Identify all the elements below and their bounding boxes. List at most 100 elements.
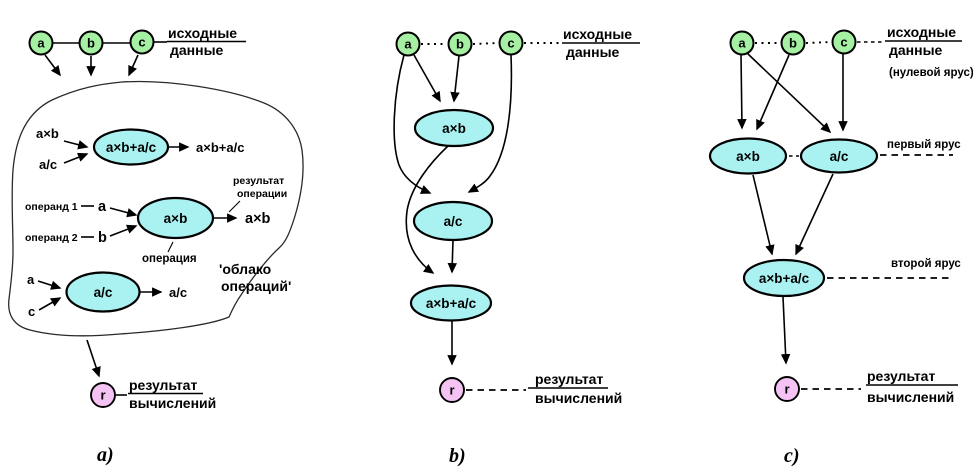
op3-input2-label: c bbox=[28, 304, 35, 319]
panel-c: a b c исходные данные (нулевой ярус) a×b… bbox=[708, 24, 973, 467]
edge-c-to-ac bbox=[467, 54, 513, 193]
result-label-line2: вычислений bbox=[535, 390, 622, 406]
op-node-axb bbox=[413, 108, 495, 148]
edge-sum-to-result bbox=[780, 296, 791, 365]
source-data-line1: исходные bbox=[168, 25, 237, 41]
cloud-label-line2: операций' bbox=[221, 278, 291, 294]
op2-output-label: a×b bbox=[245, 211, 271, 227]
result-node-r-label: r bbox=[449, 383, 454, 398]
caption-a: a) bbox=[97, 444, 114, 466]
source-data-line2: данные bbox=[566, 44, 620, 60]
edge-ac-to-op1 bbox=[63, 152, 89, 164]
operation-result-line1: результат bbox=[233, 175, 284, 187]
edge-a-to-op3 bbox=[37, 280, 62, 290]
edge-c-to-cloud bbox=[128, 54, 139, 77]
operation-result-pointer bbox=[228, 200, 241, 213]
edge-axb-to-sum bbox=[405, 145, 449, 274]
data-node-b-label: b bbox=[789, 36, 797, 51]
edge-a-to-axb bbox=[413, 54, 441, 103]
caption-c: c) bbox=[784, 445, 800, 467]
data-node-b-label: b bbox=[87, 36, 95, 51]
data-node-b bbox=[447, 31, 473, 57]
edge-a-to-ac bbox=[747, 53, 832, 134]
edge-axb-to-sum bbox=[752, 174, 775, 256]
source-data-line1: исходные bbox=[887, 24, 956, 40]
source-data-line2: данные bbox=[889, 42, 943, 58]
data-node-c bbox=[129, 29, 155, 55]
op-node-axb-plus-ac-label: a×b+a/c bbox=[426, 296, 477, 311]
operand2-label: операнд 2 bbox=[25, 232, 78, 244]
cloud-label-line1: 'облако bbox=[219, 261, 271, 277]
connector-b-c bbox=[805, 41, 832, 44]
op1-input1-label: a×b bbox=[36, 126, 59, 141]
op-node-axb-plus-ac bbox=[92, 128, 170, 166]
data-node-a-label: a bbox=[404, 37, 412, 52]
data-node-c bbox=[831, 29, 857, 55]
caption-b: b) bbox=[449, 445, 466, 467]
op-node-axb-plus-ac bbox=[742, 258, 826, 298]
op-node-axb-label: a×b bbox=[164, 211, 188, 226]
operation-pointer bbox=[167, 241, 174, 253]
result-node-r-label: r bbox=[100, 388, 105, 403]
panel-b: a b c исходные данные a×b a/c a×b+a/c r … bbox=[393, 26, 640, 467]
edge-a-to-cloud bbox=[44, 54, 61, 77]
operation-label: операция bbox=[142, 253, 197, 265]
result-label-line1: результат bbox=[867, 368, 935, 384]
cloud-outline bbox=[8, 80, 304, 337]
data-node-a-label: a bbox=[738, 36, 746, 51]
edge-ac-to-sum bbox=[447, 239, 458, 274]
data-node-a bbox=[28, 30, 54, 56]
data-node-b bbox=[78, 30, 104, 56]
data-node-c-label: c bbox=[507, 36, 514, 51]
op-node-axb-plus-ac-label: a×b+a/c bbox=[759, 271, 810, 286]
op-node-axb bbox=[708, 137, 788, 175]
op-node-axb-plus-ac bbox=[409, 284, 493, 322]
data-node-c bbox=[498, 30, 524, 56]
data-node-a-label: a bbox=[37, 36, 45, 51]
result-label-line2: вычислений bbox=[129, 395, 216, 411]
source-data-line2: данные bbox=[170, 42, 224, 58]
data-node-b bbox=[780, 30, 806, 56]
op2-input2-label: b bbox=[98, 230, 107, 246]
tier0-label: (нулевой ярус) bbox=[889, 67, 973, 79]
edge-a-to-op2 bbox=[109, 207, 138, 218]
result-node-r bbox=[774, 376, 800, 402]
op-node-ac bbox=[65, 271, 141, 313]
source-data-line1: исходные bbox=[563, 26, 632, 42]
edge-a-to-axb bbox=[737, 54, 747, 130]
edge-cloud-to-result bbox=[86, 339, 101, 378]
op1-output-label: a×b+a/c bbox=[196, 140, 244, 155]
op-node-axb-label: a×b bbox=[736, 149, 760, 164]
result-node-r bbox=[439, 377, 465, 403]
edge-c-to-op3 bbox=[38, 297, 62, 311]
operation-result-line2: операции bbox=[237, 188, 287, 200]
op-node-axb bbox=[136, 196, 215, 240]
connector-b-c bbox=[472, 42, 499, 45]
op3-output-label: a/c bbox=[169, 285, 187, 300]
result-label-line1: результат bbox=[535, 371, 603, 387]
result-label-line2: вычислений bbox=[867, 389, 954, 405]
data-node-c-label: c bbox=[138, 35, 145, 50]
op-node-ac-label: a/c bbox=[830, 149, 849, 164]
edge-b-to-axb bbox=[756, 54, 790, 131]
op-node-ac bbox=[799, 138, 879, 174]
tier1-label: первый ярус bbox=[887, 139, 961, 151]
tier2-label: второй ярус bbox=[891, 258, 961, 270]
data-node-c-label: c bbox=[840, 35, 847, 50]
edge-b-to-op2 bbox=[109, 224, 138, 237]
edge-b-to-axb bbox=[450, 55, 460, 103]
panel-a: a b c исходные данные a×b a/c a×b+a/c a×… bbox=[8, 25, 304, 466]
op3-input1-label: a bbox=[27, 272, 35, 287]
result-node-r-label: r bbox=[784, 382, 789, 397]
op-node-ac-label: a/c bbox=[444, 214, 463, 229]
data-node-a bbox=[729, 30, 755, 56]
data-node-a bbox=[395, 31, 421, 57]
op-node-ac-label: a/c bbox=[94, 285, 113, 300]
op-node-axb-label: a×b bbox=[442, 121, 466, 136]
operand1-label: операнд 1 bbox=[25, 201, 78, 213]
edge-axb-to-op1 bbox=[63, 140, 89, 150]
result-label-line1: результат bbox=[129, 377, 197, 393]
edge-ac-to-sum bbox=[795, 173, 834, 256]
